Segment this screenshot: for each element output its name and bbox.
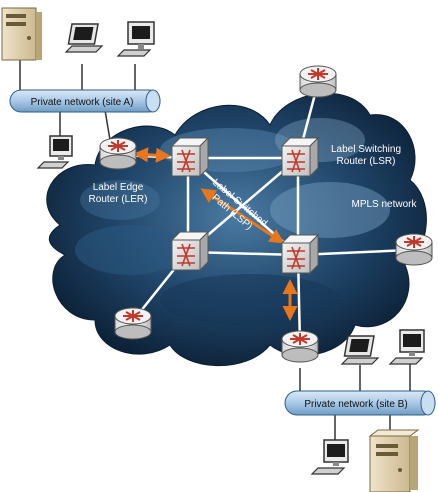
mpls-cloud [46,92,427,367]
router-icon [299,65,337,98]
switch-icon [280,136,320,178]
laptop-icon [64,23,104,53]
server-icon [368,429,420,492]
ler-label-line2: Router (LER) [89,194,148,205]
workstation-icon [116,21,155,57]
mpls-network-label: MPLS network [351,199,417,210]
network-b-label: Private network (site B) [304,399,407,410]
workstation-icon [388,329,425,365]
switch-icon [170,230,210,272]
router-icon [395,233,433,266]
lsp-arrows [133,147,298,321]
router-icon [99,137,137,170]
laptop-icon [340,335,380,365]
network-b-bus: Private network (site B) [284,362,436,445]
router-icon [114,307,152,340]
lsr-label-line1: Label Switching [331,144,401,155]
network-a-bus: Private network (site A) [9,58,161,141]
workstation-icon [36,135,73,169]
server-icon [1,7,42,61]
workstation-icon [310,439,349,475]
switch-icon [170,136,210,178]
lsr-label-line2: Router (LSR) [337,156,396,167]
switch-icon [280,233,320,275]
ler-label-line1: Label Edge [93,182,144,193]
router-icon [281,330,319,363]
network-a-label: Private network (site A) [31,97,134,108]
